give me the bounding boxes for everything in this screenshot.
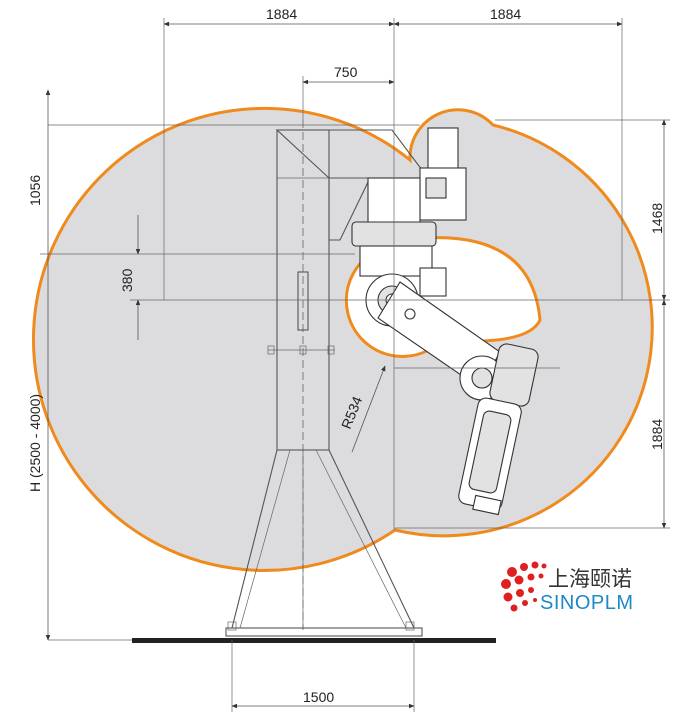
column-stand [225, 120, 430, 637]
dim-top-right-width: 1884 [490, 6, 521, 22]
logo-chinese-name: 上海颐诺 [548, 567, 632, 591]
floor-line [132, 638, 496, 643]
dim-right-lower-height: 1884 [649, 419, 665, 450]
robot-arm [365, 273, 539, 516]
dimension-lines [40, 18, 670, 712]
logo-dots-icon [501, 561, 547, 612]
dim-top-left-width: 1884 [266, 6, 297, 22]
logo-english-name: SINOPLM [540, 592, 634, 614]
sinoplm-logo: 上海颐诺 SINOPLM [501, 561, 634, 614]
dim-base-width: 1500 [303, 689, 334, 705]
dim-arm-offset: 750 [334, 64, 358, 80]
dim-right-upper-height: 1468 [649, 203, 665, 234]
dim-upper-height: 1056 [27, 175, 43, 206]
dim-axis-offset: 380 [119, 268, 135, 292]
dim-column-height: H (2500 - 4000) [27, 394, 43, 492]
